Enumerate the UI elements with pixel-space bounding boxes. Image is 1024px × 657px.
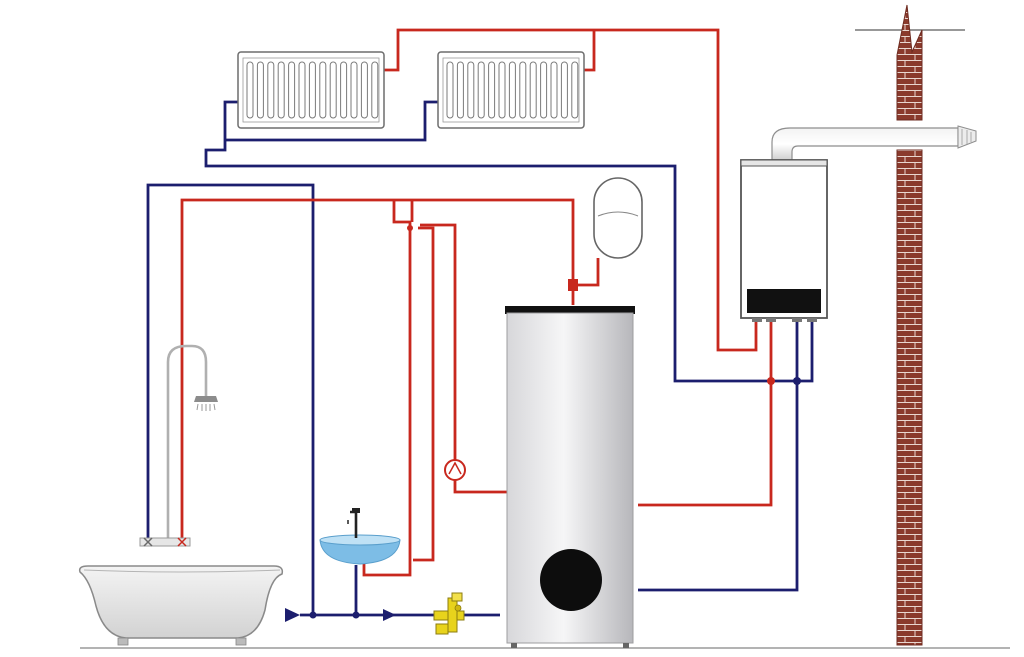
radiator-fin — [319, 61, 327, 119]
radiator-fin — [560, 61, 568, 119]
radiator-fin — [371, 61, 379, 119]
radiator-fin — [488, 61, 496, 119]
radiator-fin — [571, 61, 579, 119]
chimney-icon — [855, 4, 965, 646]
radiator-fin — [519, 61, 527, 119]
arrow-icon — [285, 608, 396, 622]
radiator-fin — [498, 61, 506, 119]
radiator-fin — [340, 61, 348, 119]
shower-icon — [166, 344, 218, 538]
bathtub-icon — [78, 565, 284, 646]
hot-flow-pipes — [180, 28, 773, 577]
radiator-fin — [267, 61, 275, 119]
flue-pipe-icon — [771, 125, 977, 161]
valve-icon — [433, 592, 465, 635]
boiler-icon — [740, 159, 828, 322]
radiator-fin — [477, 61, 485, 119]
pipe-junctions — [309, 225, 801, 619]
radiator-fin — [467, 61, 475, 119]
storage-tank-icon — [505, 306, 635, 648]
expansion-tank-icon — [593, 177, 643, 259]
radiator-fin — [508, 61, 516, 119]
radiator-fin — [246, 61, 254, 119]
pump-icon — [444, 459, 466, 481]
bath-mixer-valve-icon — [139, 537, 191, 547]
radiator-left-icon — [237, 51, 385, 129]
radiator-fin — [308, 61, 316, 119]
radiator-fin — [329, 61, 337, 119]
radiator-fin — [277, 61, 285, 119]
radiator-fin — [456, 61, 464, 119]
radiator-fin — [550, 61, 558, 119]
radiator-fin — [529, 61, 537, 119]
radiator-fin — [446, 61, 454, 119]
radiator-fin — [288, 61, 296, 119]
radiator-fin — [540, 61, 548, 119]
cold-return-pipes — [146, 100, 814, 617]
radiator-fin — [360, 61, 368, 119]
radiator-fin — [298, 61, 306, 119]
radiator-right-icon — [437, 51, 585, 129]
radiator-fin — [350, 61, 358, 119]
sink-icon — [319, 508, 401, 565]
radiator-fin — [256, 61, 264, 119]
